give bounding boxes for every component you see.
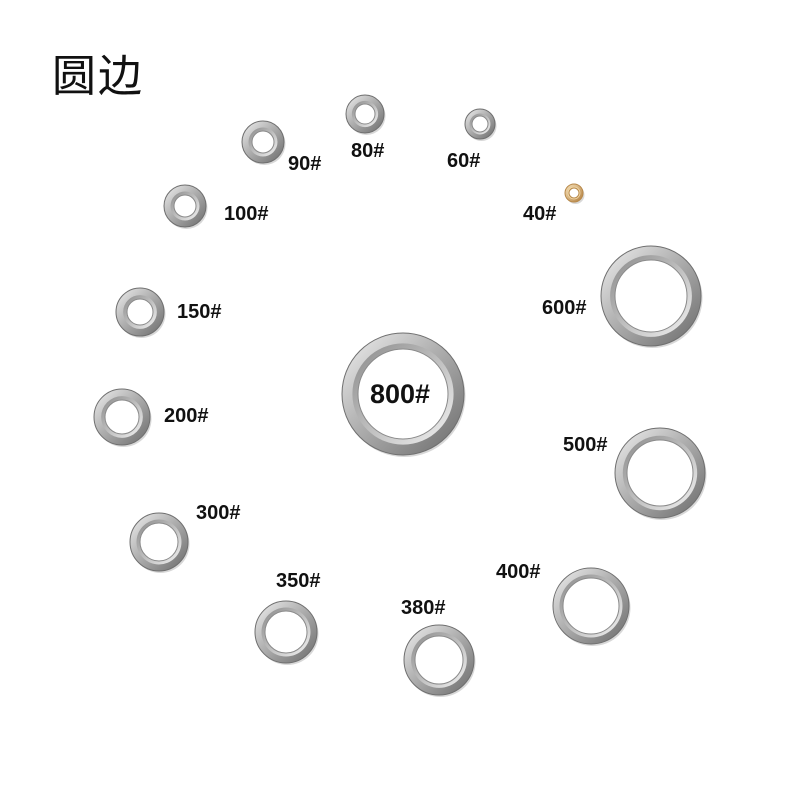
eyelet-label-80: 80# [351, 140, 385, 162]
eyelet-label-200: 200# [164, 405, 209, 427]
eyelet-600 [600, 245, 703, 348]
eyelet-350 [254, 600, 319, 665]
eyelet-label-380: 380# [401, 597, 446, 619]
eyelet-label-400: 400# [496, 561, 541, 583]
eyelet-label-60: 60# [447, 150, 481, 172]
eyelet-150 [115, 287, 166, 338]
eyelet-40 [564, 183, 585, 204]
eyelet-label-500: 500# [563, 434, 608, 456]
eyelet-300 [129, 512, 190, 573]
eyelet-label-40: 40# [523, 203, 557, 225]
eyelet-100 [163, 184, 208, 229]
eyelet-label-800: 800# [370, 379, 431, 409]
eyelet-80 [345, 94, 386, 135]
eyelet-60 [464, 108, 497, 141]
eyelet-500 [614, 427, 707, 520]
eyelet-90 [241, 120, 286, 165]
page-title: 圆边 [52, 51, 144, 102]
eyelet-800 [341, 332, 466, 457]
eyelet-label-350: 350# [276, 570, 321, 592]
eyelet-label-300: 300# [196, 502, 241, 524]
eyelet-400 [552, 567, 631, 646]
eyelet-label-100: 100# [224, 203, 269, 225]
eyelet-label-90: 90# [288, 153, 322, 175]
eyelet-label-150: 150# [177, 301, 222, 323]
eyelet-380 [403, 624, 476, 697]
eyelet-label-600: 600# [542, 297, 587, 319]
eyelet-200 [93, 388, 152, 447]
